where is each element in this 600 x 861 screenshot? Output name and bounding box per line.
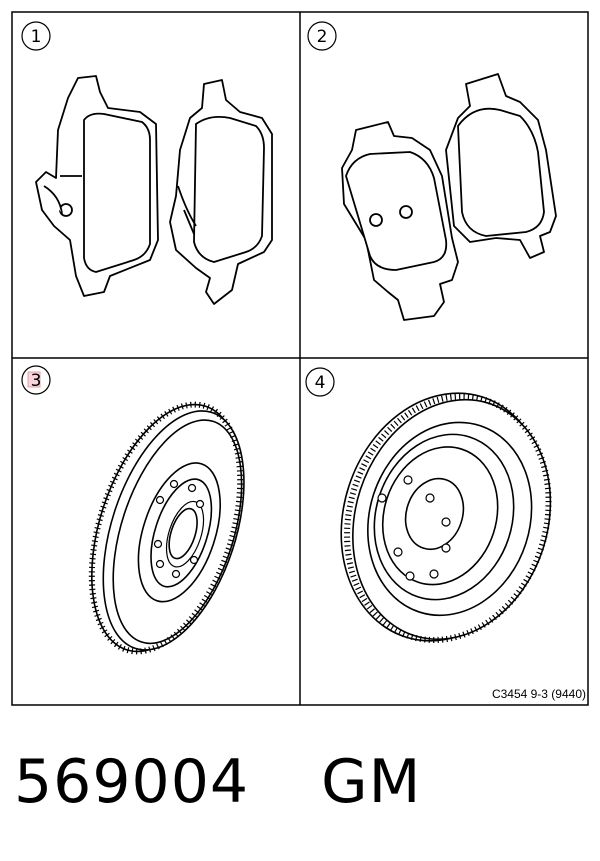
panel-4-number-badge: 4: [305, 367, 335, 397]
brake-pads-rear-icon: [341, 73, 557, 321]
grid-frame: [11, 11, 589, 706]
panel-1-number: 1: [31, 27, 42, 47]
parts-diagram: 1 2: [11, 11, 589, 706]
panel-3-number: 3: [31, 371, 42, 391]
part-code-line: 569004 GM: [14, 752, 421, 812]
panel-1-number-badge: 1: [21, 21, 51, 51]
panel-3: 3: [21, 365, 245, 655]
panel-3-number-badge: 3: [21, 365, 51, 395]
brand-label: GM: [321, 747, 422, 817]
reference-code: C3454 9-3 (9440): [491, 687, 586, 701]
panel-1: 1: [21, 21, 273, 305]
panel-4: 4: [305, 367, 552, 643]
brake-disc-front-icon: [88, 401, 245, 655]
part-number: 569004: [14, 747, 250, 817]
panel-4-number: 4: [315, 373, 326, 393]
brake-pads-front-icon: [35, 75, 273, 305]
panel-2-number-badge: 2: [307, 21, 337, 51]
panel-2: 2: [307, 21, 557, 321]
brake-disc-rear-icon: [340, 392, 552, 643]
panel-2-number: 2: [317, 27, 328, 47]
